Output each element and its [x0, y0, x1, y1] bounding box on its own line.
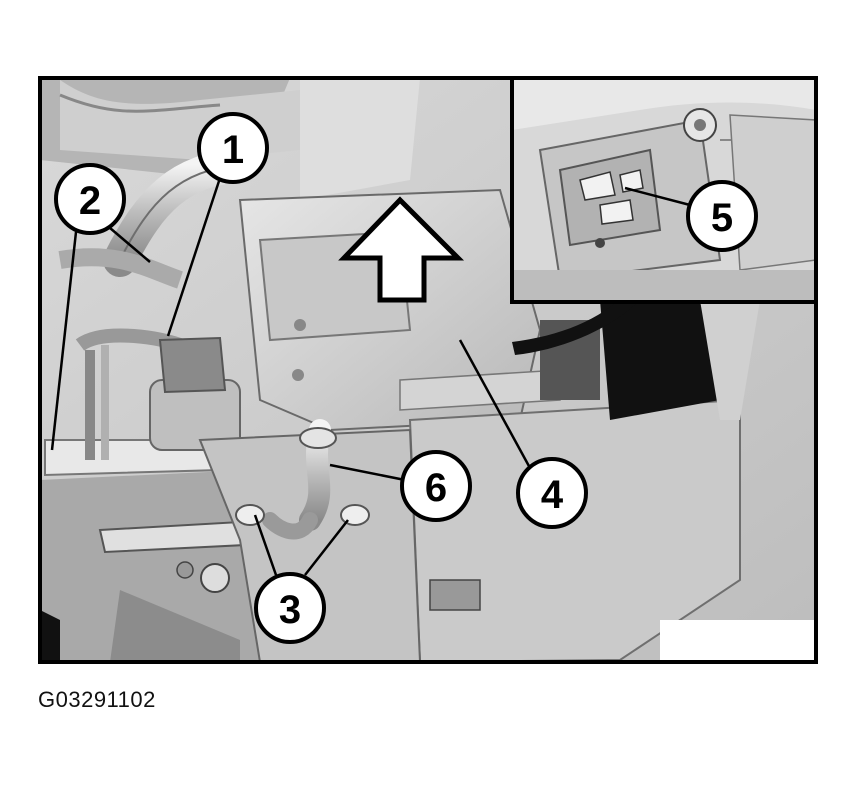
- figure-id-caption: G03291102: [38, 687, 156, 712]
- main-frame-border: [38, 76, 818, 664]
- callout-5: 5: [686, 180, 758, 252]
- callout-label: 5: [711, 196, 733, 240]
- callout-3: 3: [254, 572, 326, 644]
- up-arrow-icon: [338, 196, 465, 303]
- callout-1: 1: [197, 112, 269, 184]
- leader-lines: [50, 177, 691, 576]
- callout-4: 4: [516, 457, 588, 529]
- callout-2: 2: [54, 163, 126, 235]
- callout-label: 2: [79, 179, 101, 223]
- inset-detail: [510, 76, 818, 304]
- callout-label: 3: [279, 588, 301, 632]
- callout-label: 6: [425, 466, 447, 510]
- callout-label: 1: [222, 128, 244, 172]
- callout-label: 4: [541, 473, 564, 517]
- callout-6: 6: [400, 450, 472, 522]
